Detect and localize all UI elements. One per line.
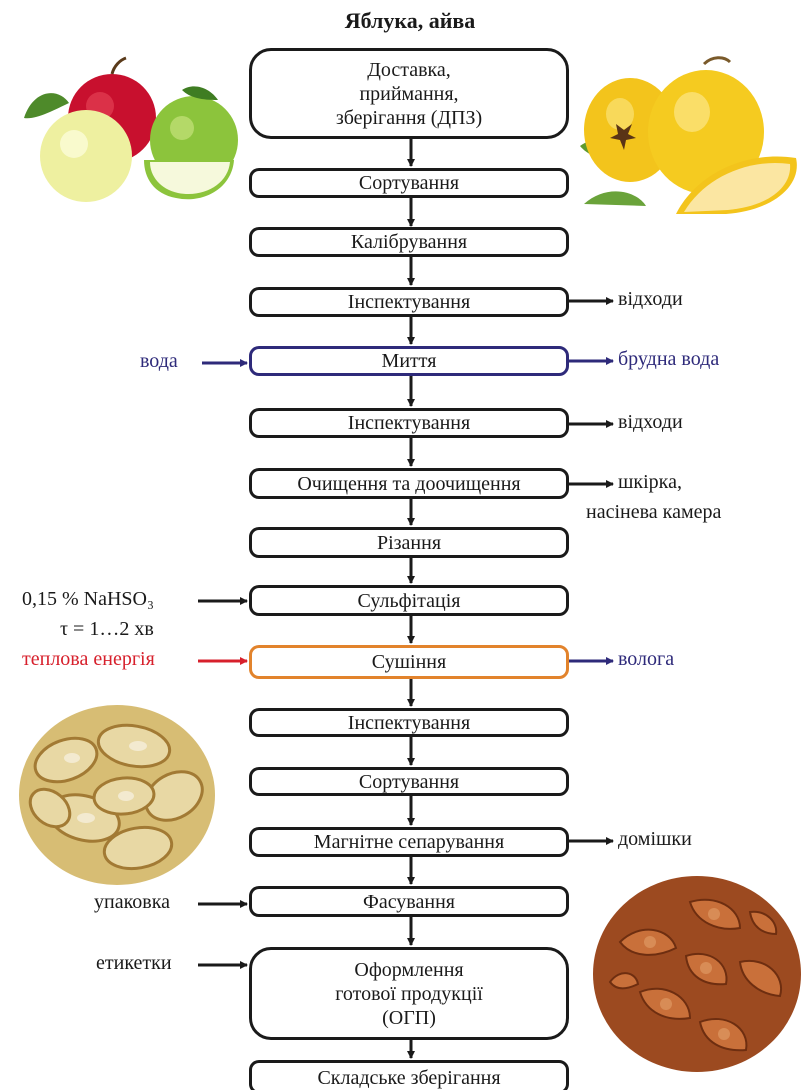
- input-heat-energy: теплова енергія: [22, 648, 155, 670]
- dried-apple-rings-image: [19, 705, 215, 885]
- step-delivery-line-3: зберігання (ДПЗ): [335, 106, 483, 129]
- output-waste-2: відходи: [618, 411, 683, 433]
- step-delivery-line-2: приймання,: [359, 82, 459, 105]
- step-delivery-line-1: Доставка,: [367, 58, 451, 81]
- output-waste-1: відходи: [618, 288, 683, 310]
- step-finishing-line-1: Оформлення: [354, 958, 464, 981]
- diagram-title: Яблука, айва: [344, 8, 476, 33]
- input-packaging: упаковка: [94, 891, 171, 913]
- step-magnetic-separation: Магнітне сепарування: [249, 827, 569, 857]
- step-delivery: Доставка, приймання, зберігання (ДПЗ): [249, 48, 569, 139]
- step-finishing-line-2: готової продукції: [335, 982, 483, 1005]
- step-sorting-1: Сортування: [249, 168, 569, 198]
- apples-image: [24, 56, 238, 202]
- step-inspection-1: Інспектування: [249, 287, 569, 317]
- output-seed-chamber: насінева камера: [586, 501, 722, 523]
- output-impurities: домішки: [618, 828, 692, 850]
- step-inspection-3: Інспектування: [249, 708, 569, 737]
- step-packing: Фасування: [249, 886, 569, 917]
- output-moisture: волога: [618, 648, 675, 670]
- output-dirty-water: брудна вода: [618, 348, 720, 370]
- step-sorting-2: Сортування: [249, 767, 569, 796]
- input-water: вода: [140, 350, 178, 372]
- step-cutting: Різання: [249, 527, 569, 558]
- step-washing: Миття: [249, 346, 569, 376]
- output-peel: шкірка,: [618, 471, 682, 493]
- step-inspection-2: Інспектування: [249, 408, 569, 438]
- step-drying: Сушіння: [249, 645, 569, 679]
- input-sulfite-concentration: 0,15 % NaHSO₃: [22, 588, 154, 610]
- step-peeling: Очищення та доочищення: [249, 468, 569, 499]
- step-finishing: Оформлення готової продукції (ОГП): [249, 947, 569, 1040]
- input-sulfite-time: τ = 1…2 хв: [60, 618, 154, 640]
- input-labels: етикетки: [96, 952, 172, 974]
- step-finishing-line-3: (ОГП): [382, 1006, 436, 1029]
- step-storage: Складське зберігання: [249, 1060, 569, 1090]
- step-sulfitation: Сульфітація: [249, 585, 569, 616]
- quince-image: [580, 56, 797, 214]
- step-calibration: Калібрування: [249, 227, 569, 257]
- dried-quince-image: [593, 876, 801, 1072]
